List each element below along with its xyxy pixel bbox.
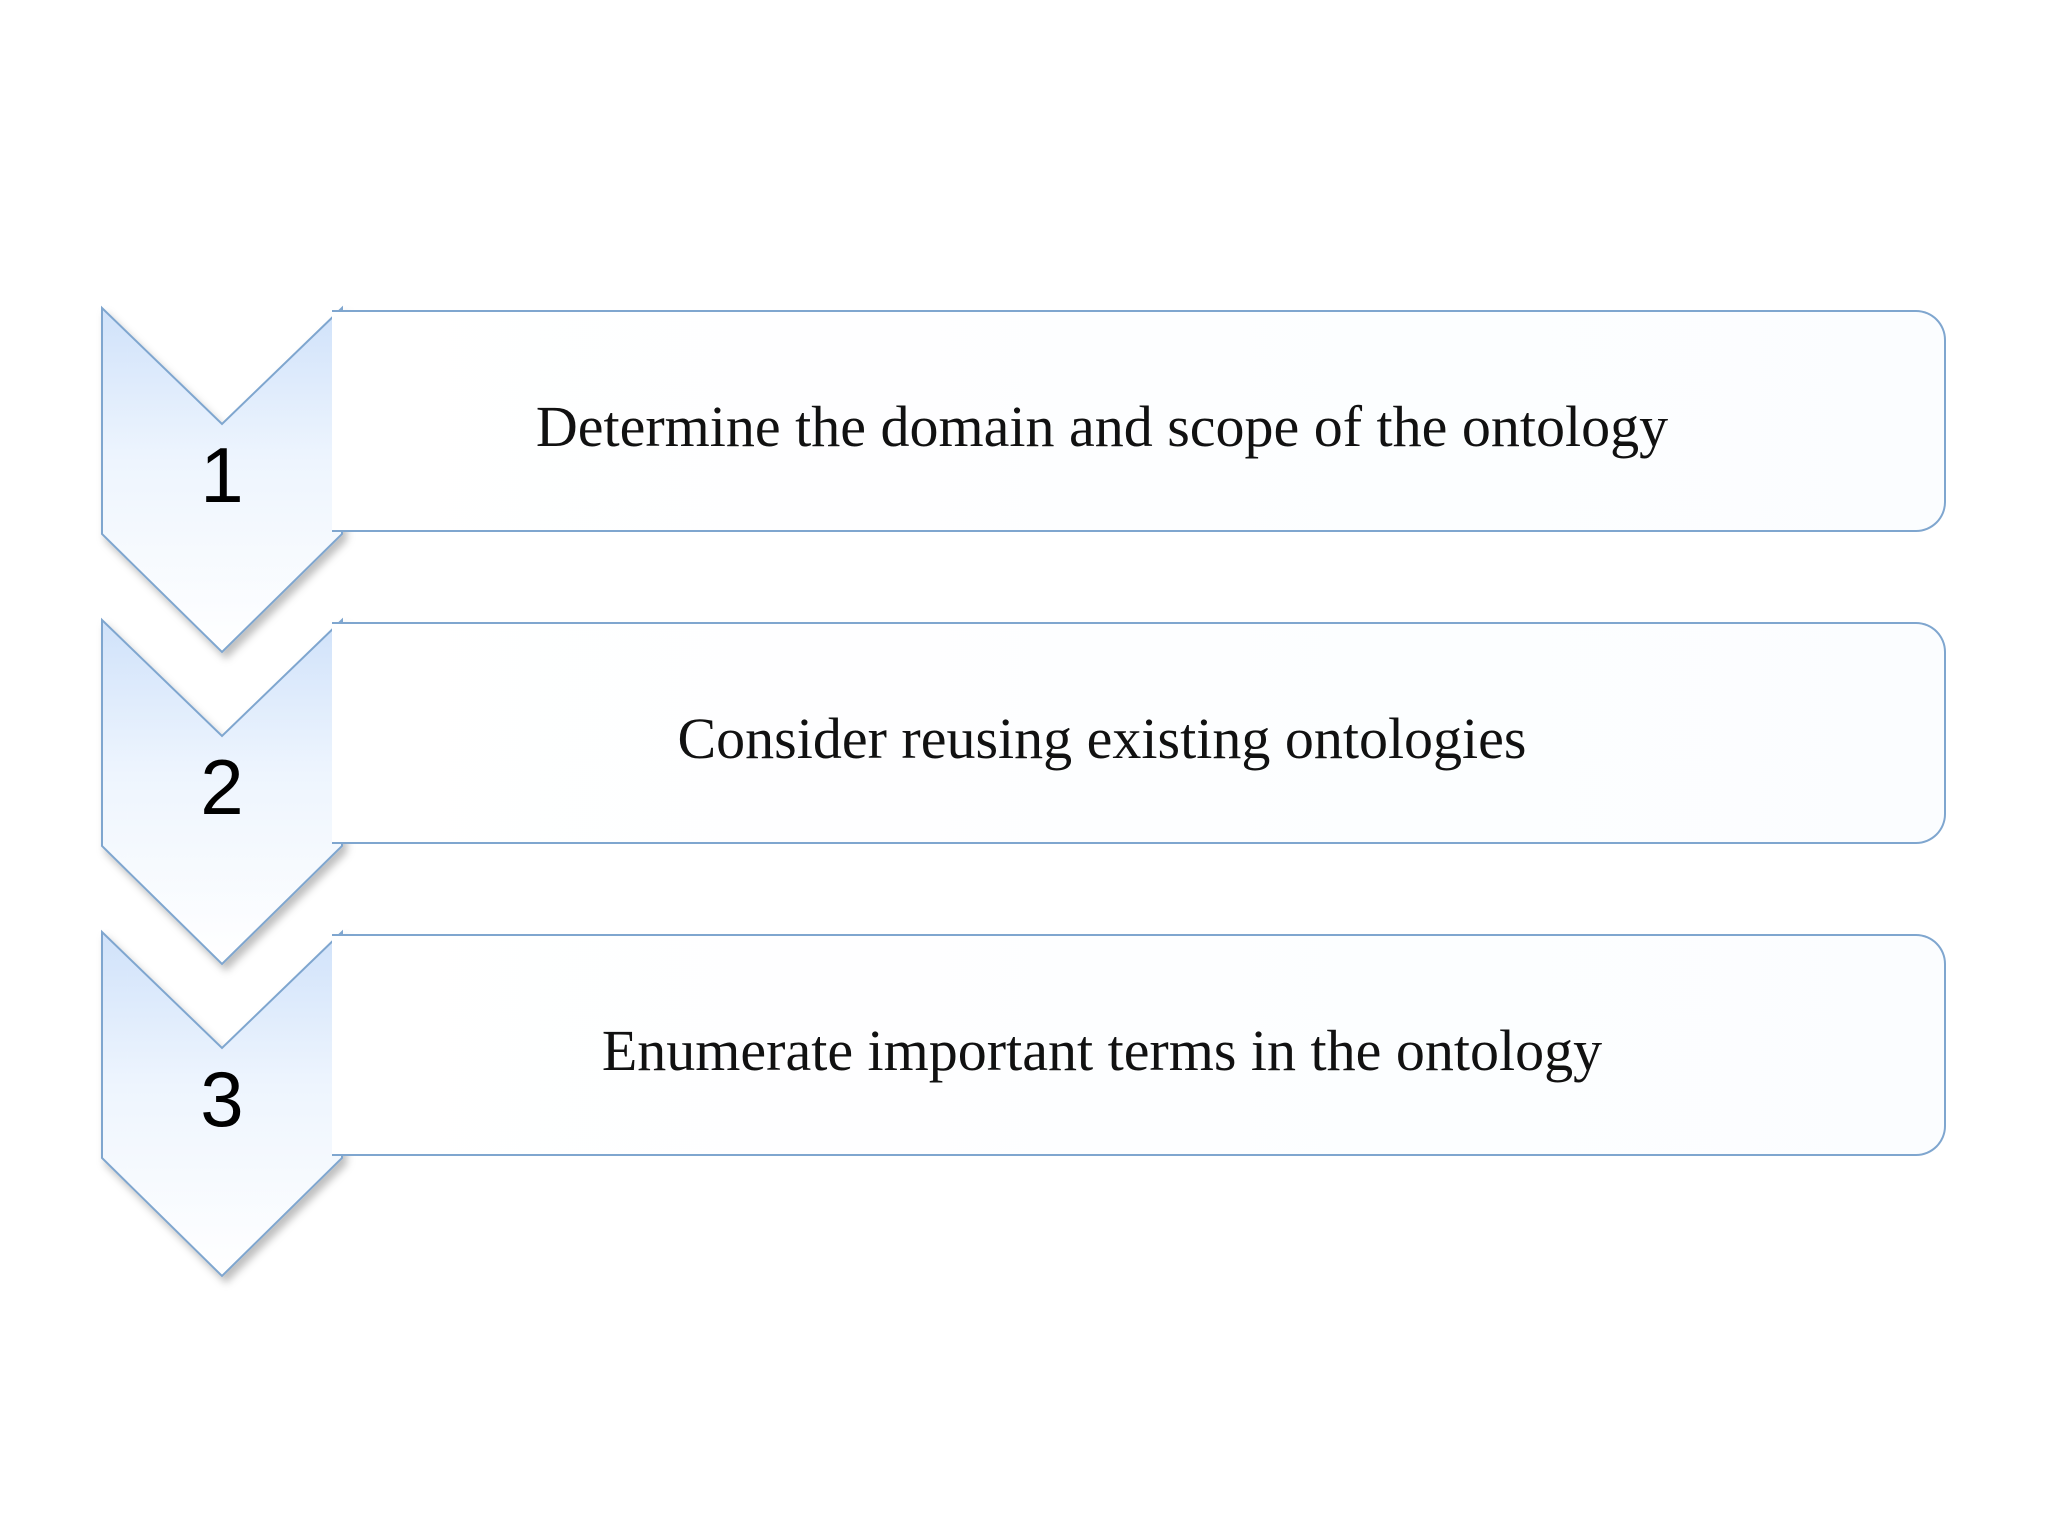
step-box-2: Consider reusing existing ontologies	[332, 622, 1946, 844]
step-text: Enumerate important terms in the ontolog…	[601, 1018, 1603, 1083]
step-text: Consider reusing existing ontologies	[677, 706, 1527, 771]
step-text: Determine the domain and scope of the on…	[535, 394, 1669, 459]
process-step-3: Enumerate important terms in the ontolog…	[0, 624, 2048, 1278]
process-step-1: Determine the domain and scope of the on…	[0, 0, 2048, 654]
step-number: 2	[200, 743, 244, 831]
step-number: 1	[200, 431, 244, 519]
step-number: 3	[200, 1055, 244, 1143]
chevron-arrow-1	[101, 305, 343, 654]
step-box-3: Enumerate important terms in the ontolog…	[332, 934, 1946, 1156]
step-box-1: Determine the domain and scope of the on…	[332, 310, 1946, 532]
process-step-2: Consider reusing existing ontologies 2	[0, 312, 2048, 966]
chevron-arrow-2	[101, 617, 343, 966]
chevron-arrow-3	[101, 929, 343, 1278]
